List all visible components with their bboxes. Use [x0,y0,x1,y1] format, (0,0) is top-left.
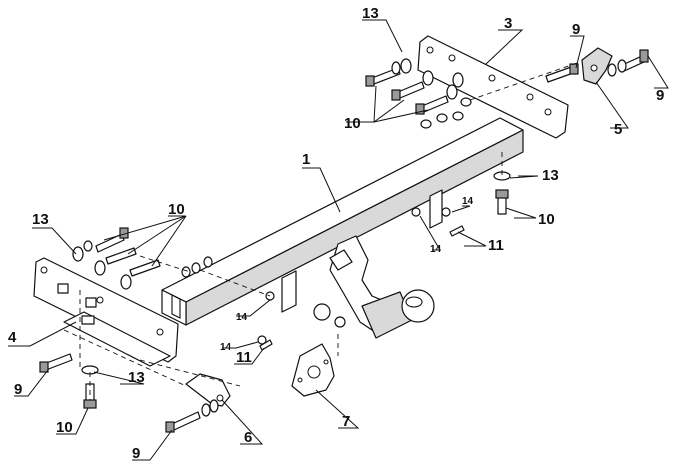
left-lower-plate [63,311,171,367]
callout-14-left-1: 14 [236,312,248,323]
callout-13-left: 13 [32,211,49,228]
tow-ball [361,289,435,339]
callout-10-bottom: 10 [56,419,73,436]
callout-9-right: 9 [656,87,664,104]
fasteners [39,49,649,433]
callout-3: 3 [504,15,512,32]
callout-6: 6 [244,429,252,446]
callout-10-top: 10 [344,115,361,132]
right-spacer [581,47,613,85]
callout-13-bottom: 13 [128,369,145,386]
callout-14-right-2: 14 [430,244,442,255]
callout-9-left: 9 [14,381,22,398]
callout-4: 4 [8,329,17,346]
callout-7: 7 [342,413,350,430]
callout-9-top: 9 [572,21,580,38]
callout-11-left: 11 [236,349,252,366]
assembly-guide-lines [63,61,581,400]
callout-13-right: 13 [542,167,559,184]
callout-13-top: 13 [362,5,379,22]
left-bracket-plate [33,257,179,363]
callout-1: 1 [302,151,310,168]
callout-14-left-2: 14 [220,342,232,353]
leader-lines [8,19,669,461]
callout-11-right: 11 [488,237,504,254]
crossbar-mounting-tabs [281,189,443,313]
callout-10-left: 10 [168,201,185,218]
callout-5: 5 [614,121,622,138]
callout-14-right-1: 14 [462,196,474,207]
callout-9-bottom: 9 [132,445,140,462]
right-bracket-plate [417,35,569,139]
callout-10-right: 10 [538,211,555,228]
main-crossbar [161,117,524,326]
socket-plate [291,343,335,397]
callout-labels: 13 3 9 9 5 10 1 13 10 14 14 11 13 10 4 1… [8,5,664,462]
